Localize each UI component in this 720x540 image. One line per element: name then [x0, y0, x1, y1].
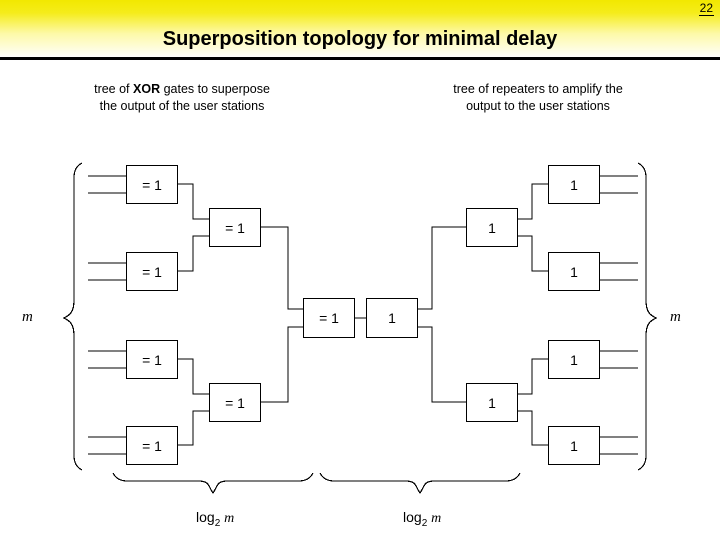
caption-right-line1: tree of repeaters to amplify the [453, 82, 623, 96]
repeater-output-stubs [600, 175, 638, 455]
caption-left: tree of XOR gates to superpose the outpu… [42, 81, 322, 115]
xor-gate-root[interactable]: = 1 [303, 298, 355, 338]
label-m-right: m [670, 309, 681, 325]
brace-log-right [319, 472, 521, 495]
repeater-leaf-1-label: 1 [570, 176, 578, 193]
xor-gate-leaf-4-label: = 1 [142, 437, 162, 454]
label-log2m-right-var: m [431, 511, 442, 526]
xor-gate-leaf-1[interactable]: = 1 [126, 165, 178, 204]
page-number: 22 [698, 1, 714, 16]
label-m-left: m [22, 309, 33, 325]
caption-left-line2: the output of the user stations [99, 99, 265, 113]
repeater-mid-2-label: 1 [488, 394, 496, 411]
repeater-root-label: 1 [388, 310, 396, 326]
repeater-leaf-2[interactable]: 1 [548, 252, 600, 291]
xor-gate-mid-1[interactable]: = 1 [209, 208, 261, 247]
repeater-leaf-3[interactable]: 1 [548, 340, 600, 379]
xor-input-stubs [88, 175, 126, 455]
xor-gate-leaf-1-label: = 1 [142, 176, 162, 193]
caption-left-pre: tree of [94, 82, 134, 96]
repeater-mid-to-leaf-wires [518, 183, 548, 446]
repeater-mid-1-label: 1 [488, 219, 496, 236]
xor-gate-root-label: = 1 [319, 310, 339, 326]
brace-m-left [62, 162, 83, 471]
caption-left-bold-xor: XOR [133, 82, 161, 96]
label-log2m-left-log: log [196, 509, 215, 525]
label-log2m-left-sub: 2 [214, 517, 221, 529]
xor-gate-mid-1-label: = 1 [225, 219, 245, 236]
caption-left-post: gates to superpose [160, 82, 270, 96]
repeater-mid-1[interactable]: 1 [466, 208, 518, 247]
caption-left-line1: tree of XOR gates to superpose [94, 82, 270, 96]
caption-right-line2: output to the user stations [466, 99, 610, 113]
repeater-leaf-1[interactable]: 1 [548, 165, 600, 204]
label-log2m-left-var: m [224, 511, 235, 526]
xor-gate-leaf-4[interactable]: = 1 [126, 426, 178, 465]
brace-log-left [112, 472, 314, 495]
xor-gate-leaf-2[interactable]: = 1 [126, 252, 178, 291]
repeater-leaf-2-label: 1 [570, 263, 578, 280]
label-log2m-left: log2 m [196, 509, 234, 529]
repeater-root-to-mid-wires [418, 226, 466, 403]
header-gradient-band [0, 0, 720, 58]
repeater-mid-2[interactable]: 1 [466, 383, 518, 422]
page-title: Superposition topology for minimal delay [162, 28, 558, 50]
brace-m-right [637, 162, 658, 471]
xor-gate-leaf-3[interactable]: = 1 [126, 340, 178, 379]
xor-gate-mid-2-label: = 1 [225, 394, 245, 411]
xor-mid-to-root-wires [261, 226, 303, 403]
repeater-leaf-4[interactable]: 1 [548, 426, 600, 465]
label-log2m-right-sub: 2 [421, 517, 428, 529]
xor-gate-mid-2[interactable]: = 1 [209, 383, 261, 422]
repeater-root[interactable]: 1 [366, 298, 418, 338]
label-log2m-right-log: log [403, 509, 422, 525]
xor-leaf-to-mid-wires [178, 183, 209, 446]
label-log2m-right: log2 m [403, 509, 441, 529]
caption-right: tree of repeaters to amplify the output … [398, 81, 678, 115]
repeater-leaf-3-label: 1 [570, 351, 578, 368]
repeater-leaf-4-label: 1 [570, 437, 578, 454]
xor-gate-leaf-2-label: = 1 [142, 263, 162, 280]
xor-gate-leaf-3-label: = 1 [142, 351, 162, 368]
header-divider-rule [0, 57, 720, 60]
